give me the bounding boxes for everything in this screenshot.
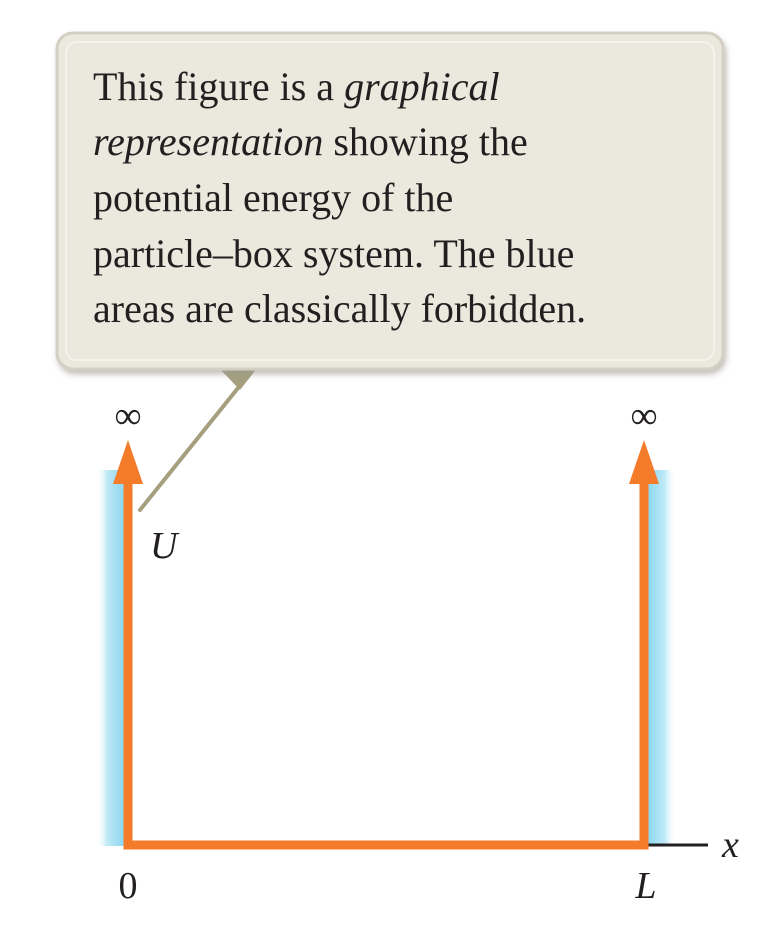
- forbidden-region-left: [96, 470, 128, 846]
- x-axis-label: x: [721, 824, 739, 866]
- callout-line-4: particle–box system. The blue: [93, 231, 574, 276]
- left-wall-arrowhead: [113, 440, 143, 484]
- callout-line-5: areas are classically forbidden.: [93, 286, 586, 331]
- callout-line-2: representation showing the: [93, 119, 528, 164]
- callout-pointer-line: [138, 386, 240, 512]
- right-wall-arrowhead: [629, 440, 659, 484]
- box-length-label: L: [634, 865, 656, 907]
- callout-line-3: potential energy of the: [93, 175, 453, 220]
- callout-box: This figure is a graphical representatio…: [55, 31, 725, 371]
- forbidden-region-right: [644, 470, 676, 846]
- callout-pointer-tip: [218, 367, 258, 390]
- origin-label: 0: [119, 865, 138, 907]
- potential-u-label: U: [150, 525, 180, 567]
- left-infinity-label: ∞: [114, 395, 141, 437]
- potential-energy-curve: [123, 482, 649, 850]
- callout-line-1: This figure is a graphical: [93, 64, 500, 109]
- right-infinity-label: ∞: [630, 395, 657, 437]
